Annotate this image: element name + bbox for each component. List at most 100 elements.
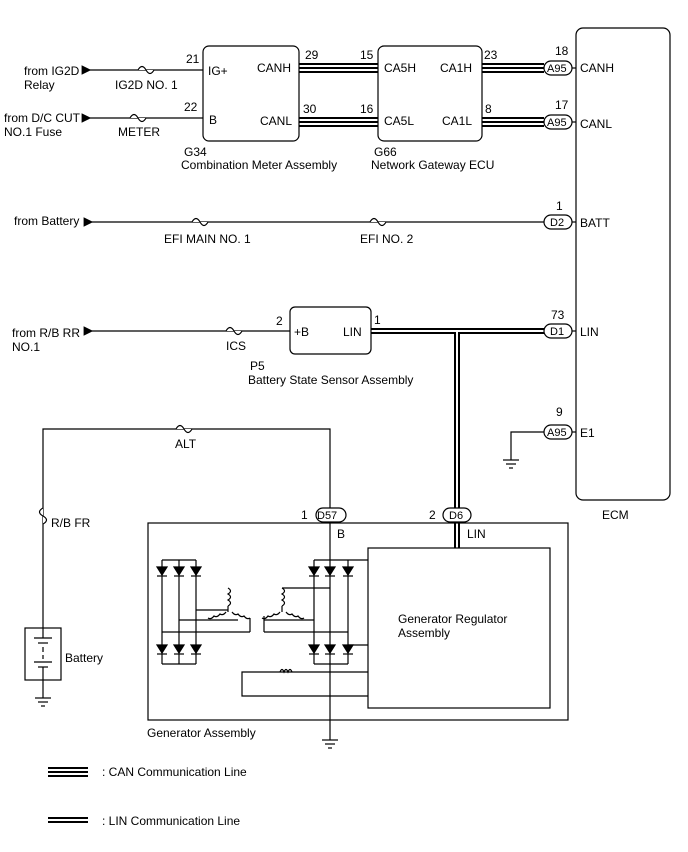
gateway-pin-ca5h: CA5H	[384, 61, 416, 75]
ecm-pin-canl: CANL	[580, 117, 612, 131]
gateway-num-ca1h: 23	[484, 48, 498, 62]
meter-num-igp: 21	[186, 52, 200, 66]
sensor-pin-lin: LIN	[343, 325, 362, 339]
generator-num-b: 1	[301, 508, 308, 522]
combination-meter-box	[202, 45, 300, 142]
ecm-num-canl: 17	[555, 98, 569, 112]
meter-num-b: 22	[184, 100, 198, 114]
can-high-line-meter-gateway	[299, 63, 378, 73]
stator-coil-left-icon	[207, 587, 251, 633]
can-low-line-meter-gateway	[299, 117, 378, 127]
rectifier-left-icon	[155, 559, 238, 665]
fuse-rb-fr: R/B FR	[51, 516, 91, 530]
fuse-symbol-ics	[225, 326, 243, 336]
fuse-meter: METER	[118, 125, 160, 139]
generator-name: Generator Assembly	[147, 726, 256, 740]
ecm-connector-batt-label: D2	[550, 217, 564, 229]
source-dccut-fuse: NO.1 Fuse	[4, 125, 62, 139]
source-dccut: from D/C CUT	[4, 111, 81, 125]
fuse-symbol-efi-no2	[369, 217, 387, 227]
source-ig2d: from IG2D	[24, 64, 80, 78]
stator-coil-right-icon	[261, 587, 330, 632]
gateway-box	[377, 45, 483, 142]
field-coil-icon	[241, 668, 368, 697]
can-low-line-gateway-ecm	[482, 117, 544, 127]
fuse-efi-no2: EFI NO. 2	[360, 232, 414, 246]
lin-line-to-generator	[454, 333, 460, 548]
can-high-line-gateway-ecm	[482, 63, 544, 73]
lin-junction-cover	[456, 330, 458, 334]
gateway-num-ca5l: 16	[360, 102, 374, 116]
meter-pin-canl: CANL	[260, 114, 292, 128]
ecm-num-lin: 73	[551, 308, 565, 322]
generator-label-lin: LIN	[467, 527, 486, 541]
gateway-num-ca5h: 15	[360, 48, 374, 62]
ecm-connector-e1-label: A95	[547, 427, 567, 439]
legend-can-symbol	[48, 767, 88, 777]
battery-icon	[34, 628, 52, 698]
legend-lin-label: : LIN Communication Line	[102, 814, 240, 828]
ecm-num-canh: 18	[555, 44, 569, 58]
generator-connector-lin-label: D6	[449, 510, 463, 522]
ground-icon-e1	[503, 459, 519, 469]
ecm-connector-canl-label: A95	[547, 117, 567, 129]
sensor-name: Battery State Sensor Assembly	[248, 373, 413, 387]
generator-connector-lin	[442, 507, 472, 523]
generator-box	[147, 522, 569, 721]
fuse-ics: ICS	[226, 339, 246, 353]
generator-connector-b-label: D57	[317, 510, 337, 522]
sensor-pin-b: +B	[294, 325, 309, 339]
fuse-symbol-ig2d	[137, 65, 155, 75]
fuse-symbol-rbfr	[38, 507, 48, 525]
source-ig2d-relay: Relay	[24, 78, 55, 92]
legend-can-label: : CAN Communication Line	[102, 765, 247, 779]
ground-icon-generator	[322, 739, 338, 749]
source-battery: from Battery	[14, 214, 79, 228]
legend-lin-symbol	[48, 817, 88, 823]
sensor-num-b: 2	[276, 314, 283, 328]
gateway-code: G66	[374, 145, 397, 159]
source-rbrr: from R/B RR	[12, 326, 80, 340]
ecm-connector-canl	[543, 114, 573, 130]
fuse-symbol-meter	[129, 113, 147, 123]
ecm-connector-canh-label: A95	[547, 63, 567, 75]
ecm-connector-lin-label: D1	[550, 326, 564, 338]
ecm-connector-canh	[543, 60, 573, 76]
fuse-ig2d-no1: IG2D NO. 1	[115, 78, 178, 92]
generator-connector-b	[315, 507, 347, 523]
ecm-pin-e1: E1	[580, 426, 595, 440]
fuse-symbol-efi-main	[191, 217, 209, 227]
meter-pin-b: B	[209, 113, 217, 127]
battery-label: Battery	[65, 651, 103, 665]
meter-name: Combination Meter Assembly	[181, 158, 337, 172]
fuse-alt: ALT	[175, 437, 197, 451]
fuse-symbol-alt	[175, 424, 193, 434]
ecm-num-e1: 9	[556, 405, 563, 419]
fuse-efi-main-no1: EFI MAIN NO. 1	[164, 232, 251, 246]
ecm-pin-canh: CANH	[580, 61, 614, 75]
sensor-num-lin: 1	[374, 313, 381, 327]
gateway-pin-ca1l: CA1L	[442, 114, 472, 128]
generator-num-lin: 2	[429, 508, 436, 522]
ecm-num-batt: 1	[556, 199, 563, 213]
sensor-code: P5	[250, 359, 265, 373]
meter-pin-igp: IG+	[208, 64, 228, 78]
regulator-name-line2: Assembly	[398, 626, 450, 640]
ecm-pin-lin: LIN	[580, 325, 599, 339]
gateway-pin-ca1h: CA1H	[440, 61, 472, 75]
meter-num-canl: 30	[303, 102, 317, 116]
gateway-pin-ca5l: CA5L	[384, 114, 414, 128]
rectifier-right-icon	[264, 559, 368, 665]
ground-icon-battery	[35, 697, 51, 707]
gateway-num-ca1l: 8	[485, 102, 492, 116]
meter-pin-canh: CANH	[257, 61, 291, 75]
battery-sensor-box	[289, 306, 372, 355]
source-rbrr-no1: NO.1	[12, 340, 40, 354]
generator-label-b: B	[337, 527, 345, 541]
ecm-pin-batt: BATT	[580, 216, 610, 230]
ecm-box	[575, 27, 671, 501]
regulator-box	[367, 547, 551, 709]
meter-code: G34	[184, 145, 207, 159]
ecm-label: ECM	[602, 508, 629, 522]
meter-num-canh: 29	[305, 48, 319, 62]
